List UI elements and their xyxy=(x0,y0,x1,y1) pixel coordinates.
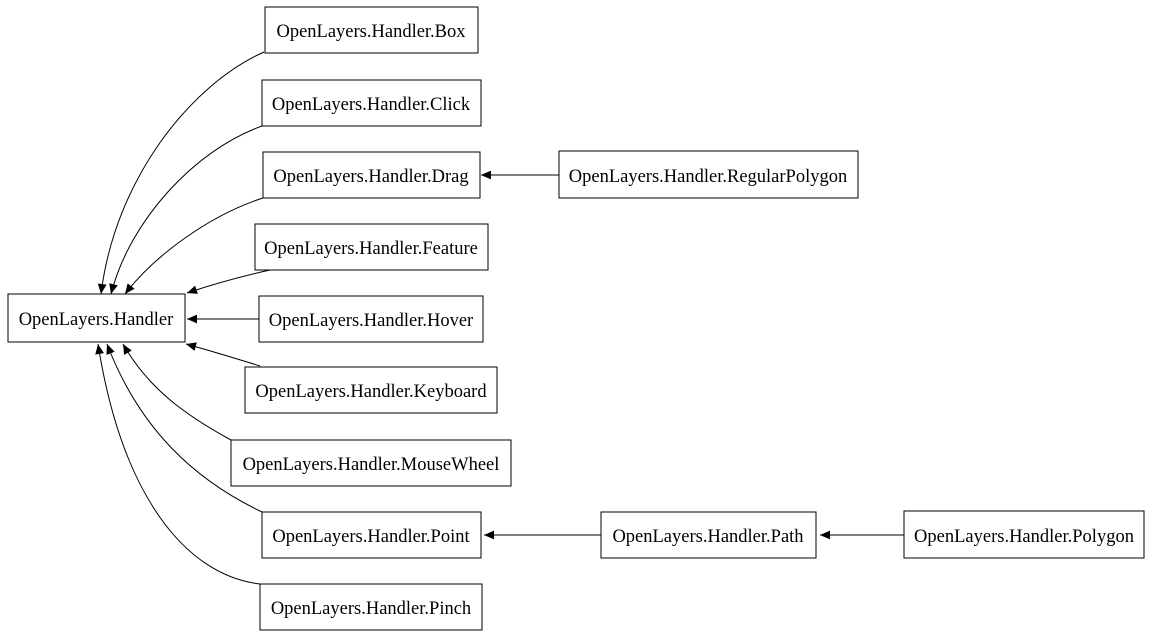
node-openlayers-handler-feature[interactable]: OpenLayers.Handler.Feature xyxy=(254,223,489,271)
inheritance-edges xyxy=(95,51,904,585)
node-openlayers-handler[interactable]: OpenLayers.Handler xyxy=(7,293,186,343)
node-mousewheel-label: OpenLayers.Handler.MouseWheel xyxy=(243,455,500,475)
node-regularpolygon-label: OpenLayers.Handler.RegularPolygon xyxy=(569,167,847,187)
node-openlayers-handler-point[interactable]: OpenLayers.Handler.Point xyxy=(261,511,482,559)
node-feature-label: OpenLayers.Handler.Feature xyxy=(264,239,478,259)
edge-feature-to-handler xyxy=(186,269,271,294)
node-pinch-box[interactable] xyxy=(259,583,483,631)
node-point-box[interactable] xyxy=(261,511,482,559)
edge-keyboard-to-handler xyxy=(185,342,261,367)
node-box-label: OpenLayers.Handler.Box xyxy=(276,22,466,42)
node-regularpolygon-box[interactable] xyxy=(558,150,859,199)
node-feature-box[interactable] xyxy=(254,223,489,271)
node-openlayers-handler-regularpolygon[interactable]: OpenLayers.Handler.RegularPolygon xyxy=(558,150,859,199)
node-click-label: OpenLayers.Handler.Click xyxy=(272,95,471,115)
edge-point-to-handler xyxy=(106,343,263,513)
node-mousewheel-box[interactable] xyxy=(230,439,512,487)
node-keyboard-box[interactable] xyxy=(244,366,498,414)
node-openlayers-handler-pinch[interactable]: OpenLayers.Handler.Pinch xyxy=(259,583,483,631)
class-nodes: OpenLayers.Handler OpenLayers.Handler.Bo… xyxy=(7,6,1145,631)
node-polygon-box[interactable] xyxy=(903,510,1145,559)
edge-drag-to-handler xyxy=(124,197,264,295)
edge-mousewheel-to-handler xyxy=(122,343,232,441)
node-handler-box[interactable] xyxy=(7,293,186,343)
node-handler-label: OpenLayers.Handler xyxy=(19,310,174,330)
node-openlayers-handler-polygon[interactable]: OpenLayers.Handler.Polygon xyxy=(903,510,1145,559)
node-openlayers-handler-box[interactable]: OpenLayers.Handler.Box xyxy=(264,6,479,54)
node-pinch-label: OpenLayers.Handler.Pinch xyxy=(271,599,471,619)
node-openlayers-handler-hover[interactable]: OpenLayers.Handler.Hover xyxy=(258,295,484,343)
node-hover-box[interactable] xyxy=(258,295,484,343)
node-box-box[interactable] xyxy=(264,6,479,54)
node-path-label: OpenLayers.Handler.Path xyxy=(612,527,803,547)
node-point-label: OpenLayers.Handler.Point xyxy=(272,527,470,547)
node-hover-label: OpenLayers.Handler.Hover xyxy=(269,311,473,331)
node-path-box[interactable] xyxy=(600,511,817,559)
node-drag-label: OpenLayers.Handler.Drag xyxy=(273,167,468,187)
node-openlayers-handler-path[interactable]: OpenLayers.Handler.Path xyxy=(600,511,817,559)
node-openlayers-handler-keyboard[interactable]: OpenLayers.Handler.Keyboard xyxy=(244,366,498,414)
node-openlayers-handler-click[interactable]: OpenLayers.Handler.Click xyxy=(261,79,482,127)
edge-click-to-handler xyxy=(109,125,263,295)
edge-box-to-handler xyxy=(97,51,265,295)
node-drag-box[interactable] xyxy=(262,151,481,199)
node-polygon-label: OpenLayers.Handler.Polygon xyxy=(914,527,1134,547)
node-openlayers-handler-drag[interactable]: OpenLayers.Handler.Drag xyxy=(262,151,481,199)
edge-pinch-to-handler xyxy=(95,343,261,585)
node-click-box[interactable] xyxy=(261,79,482,127)
node-openlayers-handler-mousewheel[interactable]: OpenLayers.Handler.MouseWheel xyxy=(230,439,512,487)
node-keyboard-label: OpenLayers.Handler.Keyboard xyxy=(255,382,487,402)
